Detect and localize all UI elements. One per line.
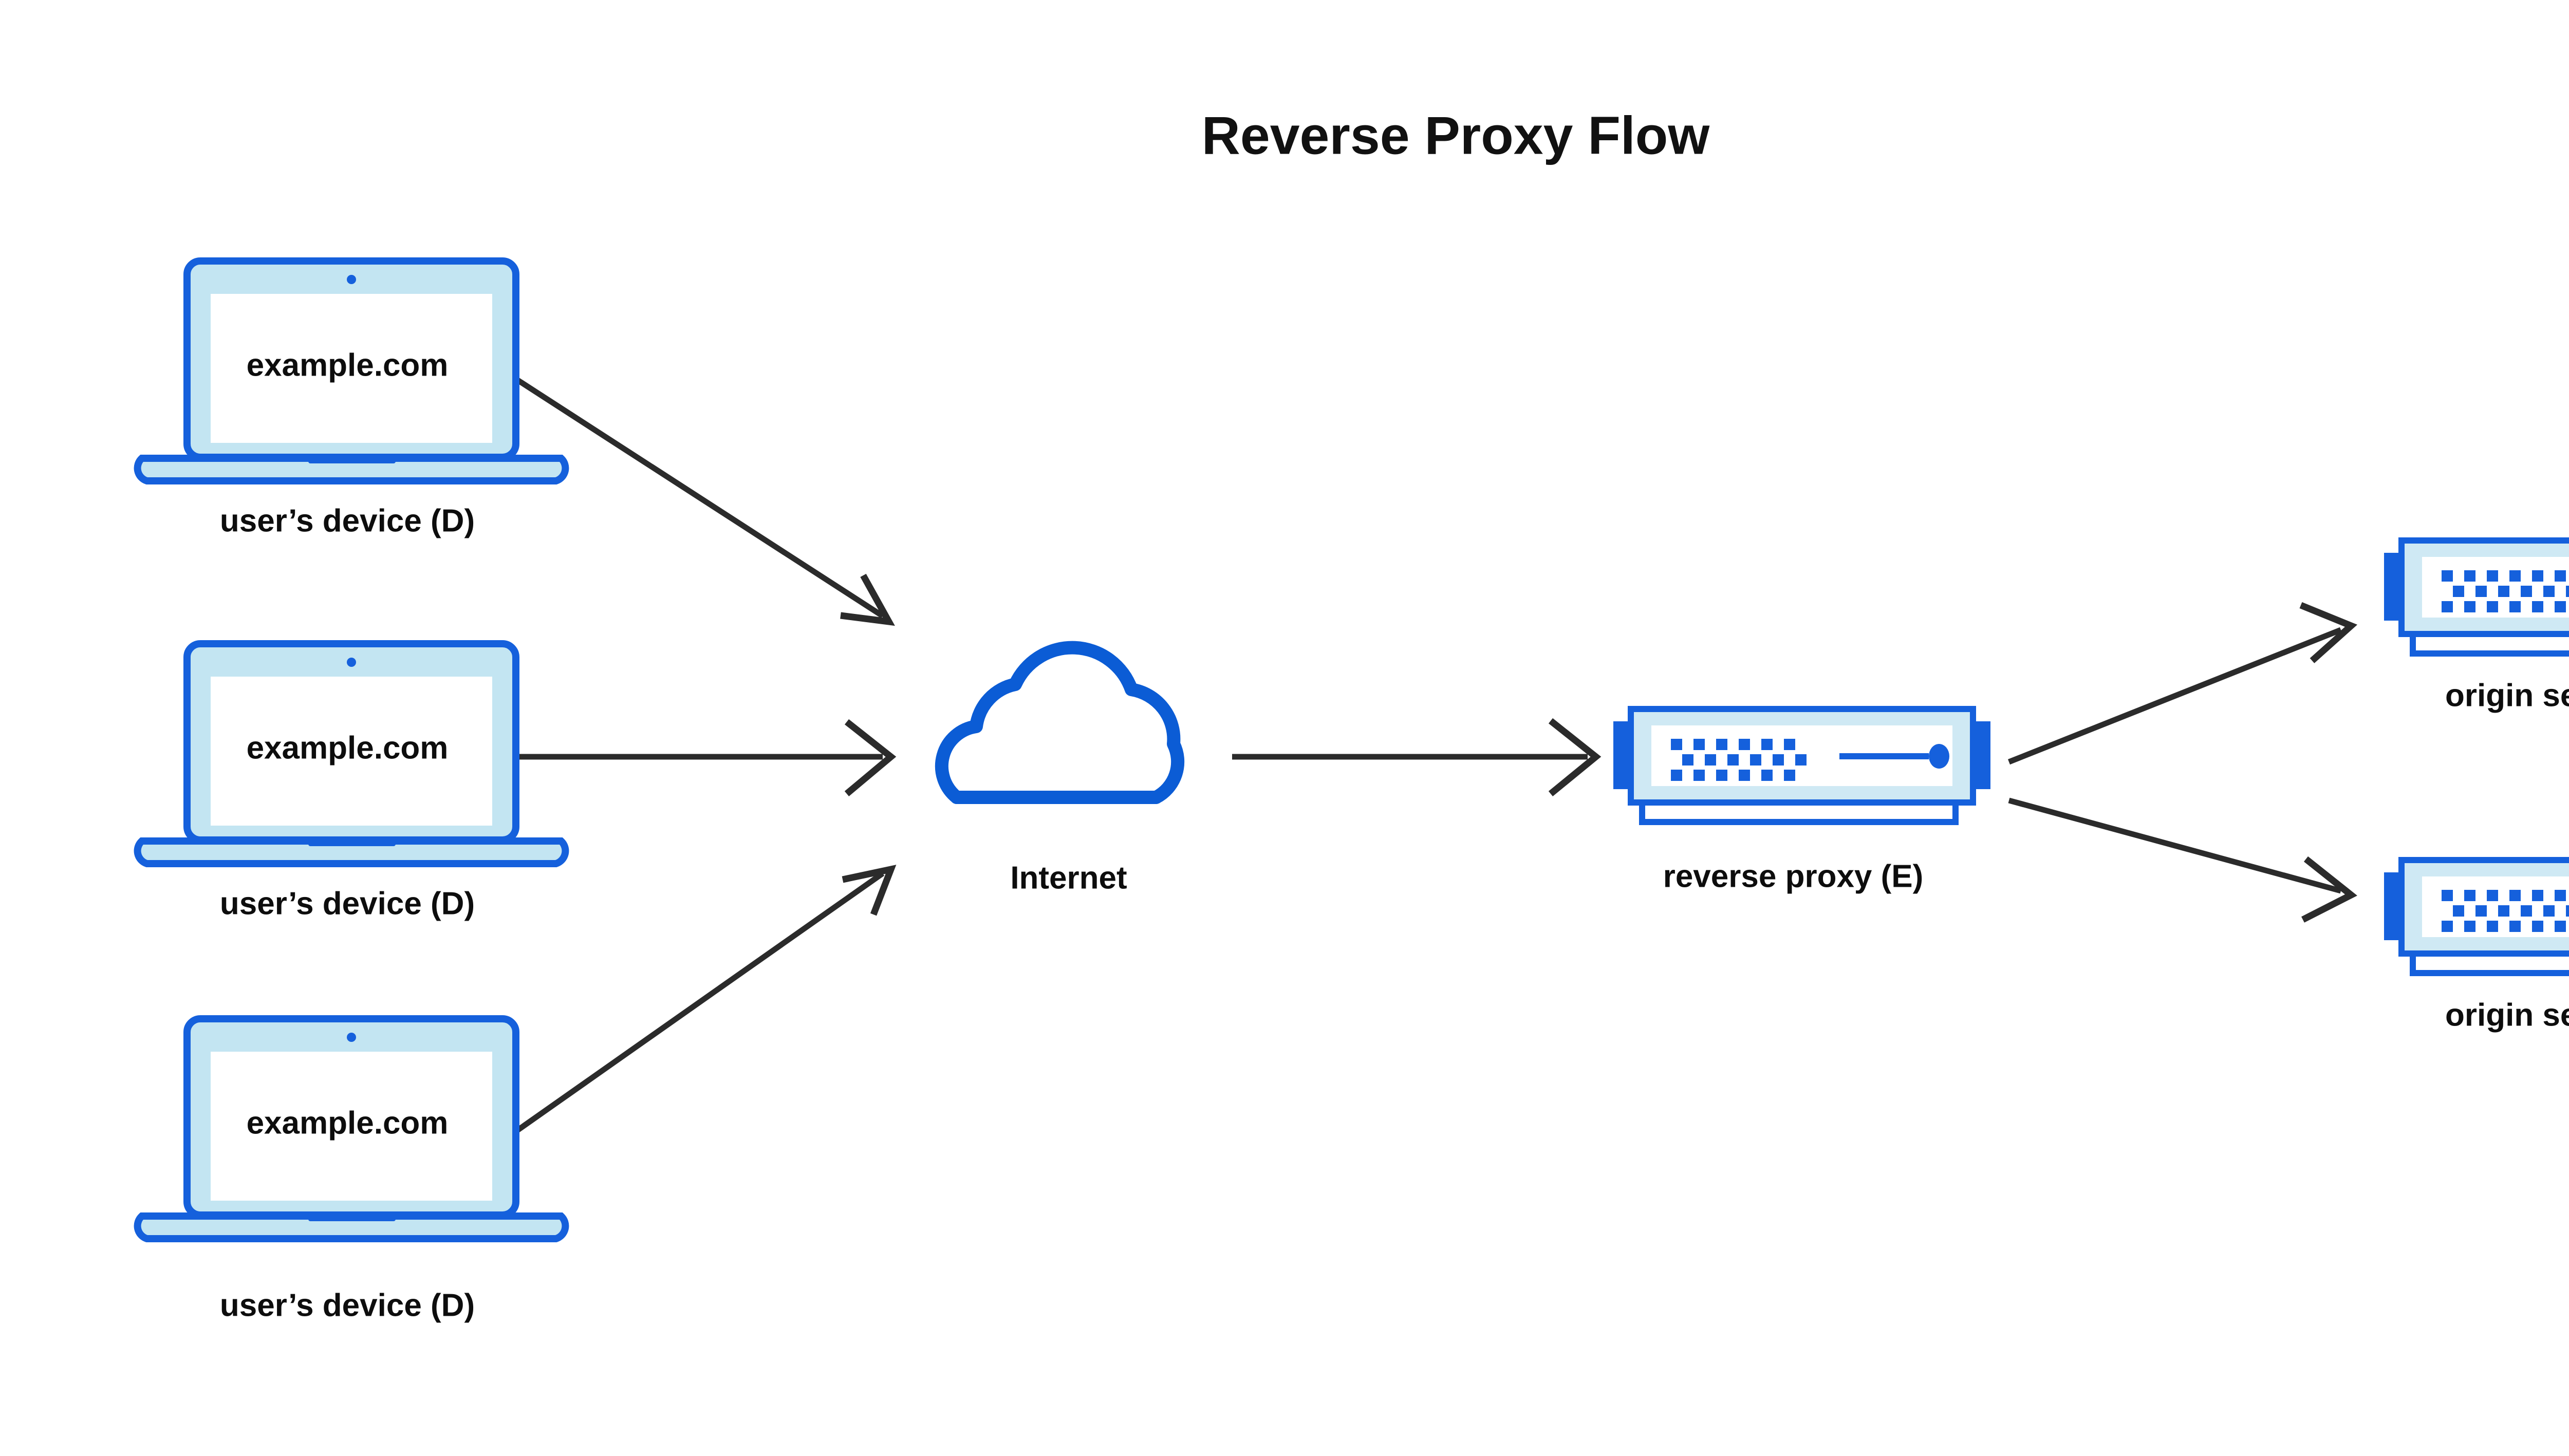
- edge-reverse-proxy-to-origin-bottom: [2008, 797, 2357, 923]
- internet-label: Internet: [1010, 860, 1127, 895]
- node-device-top[interactable]: example.com user’s device (D): [138, 261, 566, 538]
- origin-server-label: origin server (F): [2445, 678, 2569, 713]
- device-screen-text: example.com: [247, 730, 449, 766]
- node-device-middle[interactable]: example.com user’s device (D): [138, 644, 566, 921]
- server-icon: [2384, 540, 2569, 654]
- node-device-bottom[interactable]: example.com user’s device (D): [138, 1019, 566, 1323]
- device-screen-text: example.com: [247, 347, 449, 383]
- cloud-icon: [942, 648, 1178, 797]
- edge-device-bottom-to-internet: [512, 865, 897, 1135]
- device-screen-text: example.com: [247, 1105, 449, 1141]
- edges-layer: [512, 375, 2358, 1135]
- edge-reverse-proxy-to-origin-top: [2007, 602, 2358, 765]
- reverse-proxy-label: reverse proxy (E): [1663, 858, 1924, 894]
- edge-device-middle-to-internet: [514, 719, 897, 796]
- device-label: user’s device (D): [220, 1287, 475, 1323]
- node-reverse-proxy[interactable]: reverse proxy (E): [1613, 709, 1990, 894]
- node-origin-top[interactable]: origin server (F): [2384, 540, 2569, 713]
- edge-device-top-to-internet: [512, 375, 895, 626]
- device-label: user’s device (D): [220, 503, 475, 538]
- node-internet[interactable]: Internet: [942, 648, 1178, 896]
- page-title: Reverse Proxy Flow: [1202, 106, 1710, 165]
- server-icon: [1613, 709, 1990, 822]
- device-label: user’s device (D): [220, 886, 475, 921]
- edge-internet-to-reverse-proxy: [1232, 718, 1602, 797]
- node-origin-bottom[interactable]: origin server (F): [2384, 860, 2569, 1033]
- server-icon: [2384, 860, 2569, 973]
- origin-server-label: origin server (F): [2445, 997, 2569, 1033]
